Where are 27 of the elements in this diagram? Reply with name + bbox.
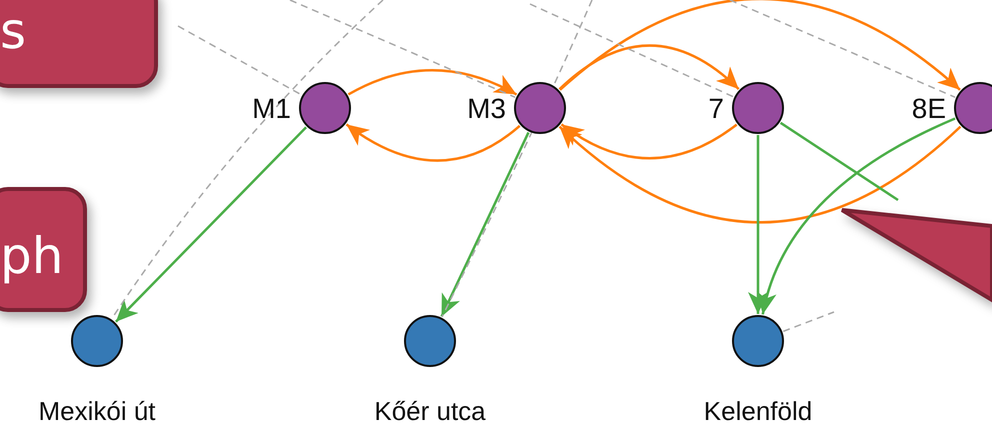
arrow (440, 132, 530, 318)
connector-line (290, 0, 516, 98)
stop-label: 8E (912, 95, 946, 123)
arrow (558, 126, 962, 224)
arrow (348, 69, 518, 96)
connector-line (730, 0, 956, 98)
callout-text: s (0, 6, 26, 56)
stop-label: M3 (467, 95, 506, 123)
connector-line (782, 311, 834, 332)
callout-box (0, 0, 158, 88)
connector-line (178, 25, 302, 96)
arrow (559, 0, 961, 91)
arrow (558, 44, 740, 90)
arrow (346, 123, 521, 162)
callout-text: ph (0, 231, 64, 281)
stop-label: Kőér utca (374, 398, 486, 424)
stop-label: Mexikói út (38, 398, 156, 424)
connector-line (530, 3, 734, 98)
stop-label: 7 (708, 95, 724, 123)
arrow (758, 117, 956, 315)
stop-label: Kelenföld (704, 398, 812, 424)
stop-label: M1 (252, 95, 291, 123)
arrow (115, 126, 307, 323)
connector-line (780, 122, 899, 202)
arrow (748, 135, 768, 314)
arrow (560, 123, 738, 160)
callout-box (0, 187, 87, 312)
